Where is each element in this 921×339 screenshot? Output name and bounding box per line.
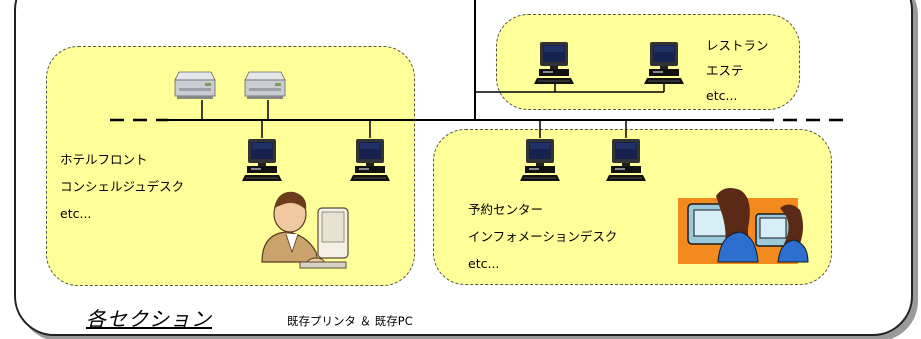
printer-icon [244,71,286,100]
reservation-zone-labels: 予約センター インフォメーションデスク etc... [468,196,617,277]
hotel-etc-label: etc... [60,206,92,221]
office-worker-clipart [261,191,349,269]
hotel-zone-labels: ホテルフロント コンシェルジュデスク etc... [60,146,184,227]
desktop-pc-icon [643,41,685,85]
people-at-computers-clipart [678,188,809,264]
hotel-zone [46,46,415,286]
desktop-pc-icon [533,41,575,85]
reservation-etc-label: etc... [468,256,500,271]
desktop-pc-icon [349,138,391,182]
printer-icon [174,71,216,100]
desktop-pc-icon [241,138,283,182]
restaurant-zone-labels: レストラン エステ etc... [706,33,769,108]
esthe-label: エステ [706,63,744,78]
reservation-center-label: 予約センター [468,202,544,217]
concierge-desk-label: コンシェルジュデスク [60,179,185,194]
desktop-pc-icon [519,138,561,182]
hotel-front-label: ホテルフロント [60,152,148,167]
restaurant-label: レストラン [706,38,769,53]
desktop-pc-icon [605,138,647,182]
information-desk-label: インフォメーションデスク [468,229,618,244]
restaurant-etc-label: etc... [706,88,738,103]
existing-devices-caption: 既存プリンタ ＆ 既存PC [287,314,413,328]
section-label: 各セクション [86,307,212,331]
